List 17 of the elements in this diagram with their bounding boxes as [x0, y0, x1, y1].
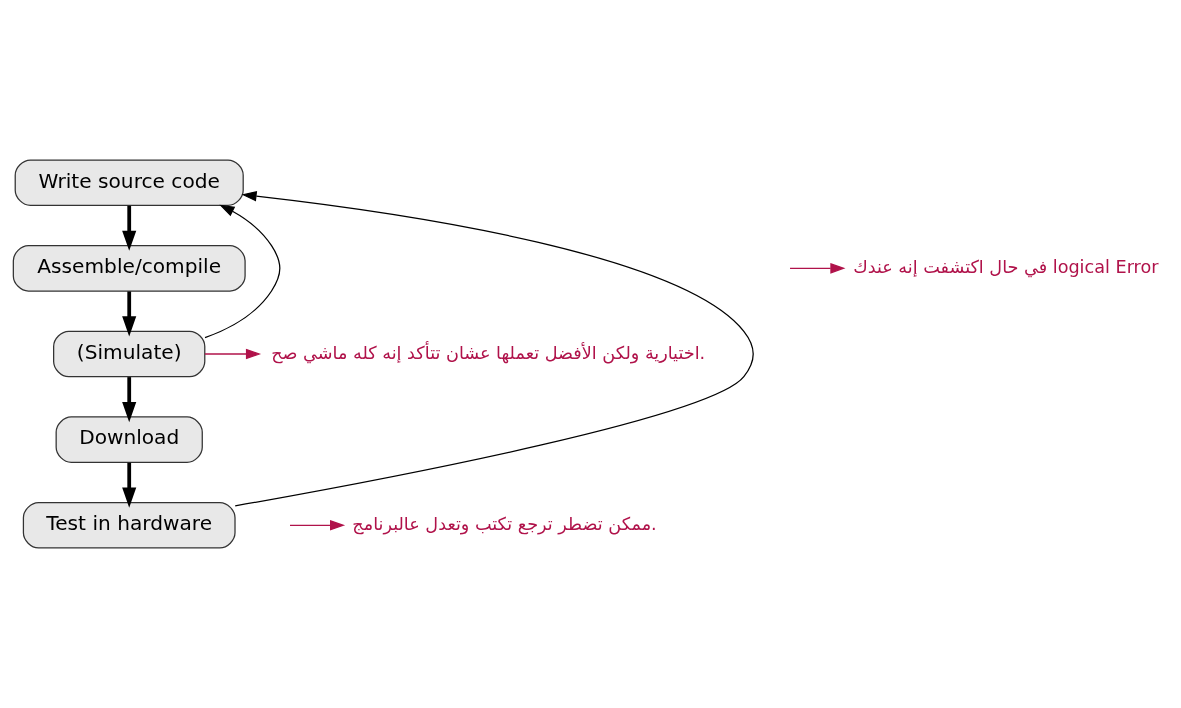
node-text: اختيارية ولكن الأفضل تعملها عشان تتأكد إنه كله ماشي صح. [271, 342, 706, 363]
node-box: Assemble/compile [12, 245, 246, 292]
arrow [289, 520, 346, 531]
node-text: ممكن تضطر ترجع تكتب وتعدل عالبرنامج. [352, 513, 657, 534]
node-text: في حال اكتشفت إنه عندك logical Error [853, 257, 1159, 278]
node-box: (Simulate) [53, 330, 206, 378]
arrow [204, 348, 262, 360]
node-box: Write source code [14, 159, 244, 206]
arrow [122, 377, 137, 423]
node-box: Test in hardware [22, 502, 236, 549]
arrow [789, 263, 846, 274]
node-box: Download [55, 416, 203, 463]
arrow [122, 462, 137, 508]
arrow [122, 291, 137, 337]
arrow [234, 190, 754, 507]
arrow [122, 205, 137, 251]
arrow [204, 204, 281, 339]
